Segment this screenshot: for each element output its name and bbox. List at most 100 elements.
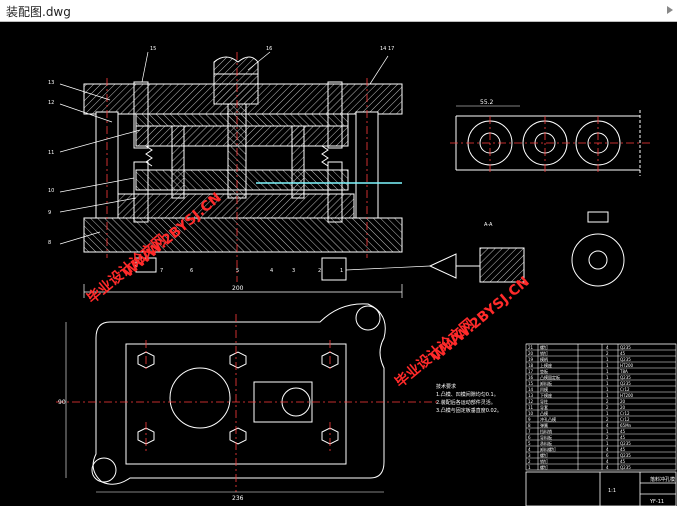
scroll-right-icon[interactable] [667, 6, 673, 14]
title-block-name: 落料冲孔模 [650, 476, 675, 483]
bom-cell-material: 45 [620, 447, 626, 452]
bom-cell-qty: 2 [606, 351, 609, 356]
strip-pitch-dim: 55.2 [480, 99, 494, 106]
bom-cell-qty: 2 [606, 417, 609, 422]
svg-text:8: 8 [48, 240, 51, 246]
bom-cell-qty: 2 [606, 435, 609, 440]
bom-cell-name: 模柄 [540, 356, 548, 362]
bom-cell-no: 4 [528, 447, 531, 452]
bom-cell-no: 6 [528, 435, 531, 440]
bom-cell-qty: 4 [606, 465, 609, 470]
bom-cell-no: 1 [528, 465, 531, 470]
bom-cell-name: 承料板 [540, 440, 552, 446]
bom-cell-qty: 1 [606, 411, 609, 416]
svg-text:3.凸模与固定板垂直度0.02。: 3.凸模与固定板垂直度0.02。 [436, 407, 502, 414]
bom-cell-no: 19 [528, 357, 534, 362]
bom-cell-qty: 1 [606, 387, 609, 392]
bom-cell-name: 弹簧 [540, 422, 548, 428]
plan-bolt-holes [137, 351, 339, 445]
strip-layout-view [455, 105, 641, 176]
plan-width-dim: 236 [232, 495, 244, 502]
tech-requirements: 技术要求 1.凸模、凹模间隙均匀0.1。 2.装配后各运动部件灵活。 3.凸模与… [436, 383, 502, 414]
svg-text:3: 3 [292, 268, 295, 274]
bom-cell-no: 9 [528, 417, 531, 422]
bom-cell-name: 冲孔凸模 [540, 416, 556, 422]
bom-cell-name: 凸模 [540, 410, 548, 416]
bom-cell-qty: 4 [606, 423, 609, 428]
detail-label: A-A [484, 222, 493, 228]
bom-cell-material: Cr12 [620, 411, 630, 416]
plan-center-lines [56, 314, 440, 492]
bom-cell-no: 5 [528, 441, 531, 446]
watermark-url-2: WWW.2BYSJ.CN [428, 274, 532, 365]
window-title: 装配图.dwg [6, 5, 71, 19]
bom-cell-no: 15 [528, 381, 534, 386]
bom-cell-name: 卸料板 [540, 380, 552, 386]
bom-cell-name: 下模座 [540, 392, 552, 398]
bom-cell-name: 导柱 [540, 398, 548, 404]
bom-cell-material: HT200 [620, 393, 634, 398]
svg-text:6: 6 [190, 268, 193, 274]
bom-cell-qty: 1 [606, 363, 609, 368]
bom-cell-material: Q235 [620, 441, 631, 446]
bom-cell-qty: 2 [606, 405, 609, 410]
bom-cell-no: 14 [528, 387, 534, 392]
svg-text:12: 12 [48, 100, 54, 106]
bom-cell-no: 13 [528, 393, 534, 398]
bom-cell-material: 65Mn [620, 423, 632, 428]
svg-text:10: 10 [48, 188, 54, 194]
bom-cell-no: 21 [528, 345, 534, 350]
plan-dimension-lines [65, 322, 384, 493]
title-block [525, 471, 677, 506]
bom-cell-name: 导套 [540, 404, 548, 410]
svg-text:13: 13 [48, 80, 54, 86]
bom-cell-no: 18 [528, 363, 534, 368]
bom-cell-name: 凹模 [540, 386, 548, 392]
bom-cell-no: 17 [528, 369, 534, 374]
title-bar: 装配图.dwg [0, 0, 677, 22]
bom-cell-name: 垫板 [540, 368, 548, 374]
svg-text:11: 11 [48, 150, 54, 156]
svg-text:14 17: 14 17 [380, 46, 394, 52]
bom-cell-no: 3 [528, 453, 531, 458]
bom-cell-material: Cr12 [620, 417, 630, 422]
bom-cell-qty: 1 [606, 357, 609, 362]
bom-cell-material: Q235 [620, 453, 631, 458]
bom-cell-qty: 4 [606, 345, 609, 350]
bom-cell-no: 11 [528, 405, 534, 410]
detail-view [345, 211, 625, 287]
svg-text:16: 16 [266, 46, 272, 52]
bom-cell-name: 导料板 [540, 434, 552, 440]
title-block-scale: 1:1 [608, 488, 616, 494]
section-width-dim: 200 [232, 285, 244, 292]
svg-text:2: 2 [318, 268, 321, 274]
section-center-lines [106, 52, 368, 282]
svg-text:1: 1 [340, 268, 343, 274]
bom-cell-name: 销钉 [540, 458, 548, 464]
bom-cell-no: 16 [528, 375, 534, 380]
bom-cell-no: 2 [528, 459, 531, 464]
svg-text:1.凸模、凹模间隙均匀0.1。: 1.凸模、凹模间隙均匀0.1。 [436, 391, 499, 398]
plan-height-dim: 90 [58, 399, 66, 406]
bom-cell-material: HT200 [620, 363, 634, 368]
bom-cell-material: 45 [620, 435, 626, 440]
bom-cell-material: Cr12 [620, 387, 630, 392]
bom-cell-name: 螺钉 [540, 344, 548, 350]
bom-cell-qty: 4 [606, 459, 609, 464]
strip-center-lines [450, 116, 650, 172]
bom-cell-name: 螺钉 [540, 464, 548, 470]
bom-cell-qty: 4 [606, 447, 609, 452]
bom-cell-qty: 2 [606, 399, 609, 404]
bom-cell-qty: 1 [606, 429, 609, 434]
bom-cell-no: 8 [528, 423, 531, 428]
svg-text:2.装配后各运动部件灵活。: 2.装配后各运动部件灵活。 [436, 399, 496, 406]
bom-cell-material: T8A [619, 369, 628, 374]
bom-cell-qty: 1 [606, 441, 609, 446]
bom-cell-material: 45 [620, 429, 626, 434]
bom-cell-name: 螺钉 [540, 452, 548, 458]
